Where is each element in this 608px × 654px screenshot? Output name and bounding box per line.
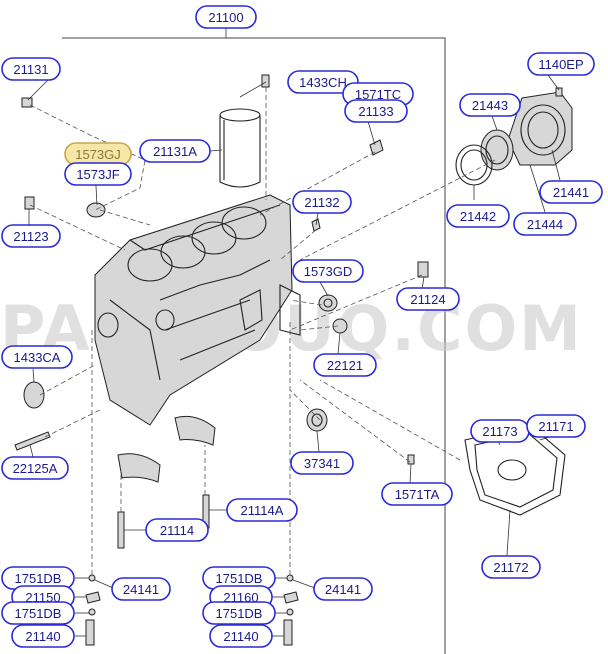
- part-label-22121[interactable]: 22121: [313, 353, 377, 377]
- part-label-text: 21442: [460, 209, 496, 224]
- part-label-21444[interactable]: 21444: [513, 212, 577, 236]
- pin-21124: [417, 261, 429, 278]
- part-label-text: 1573GJ: [75, 147, 121, 162]
- cylinder-bore-2: [160, 235, 206, 269]
- part-label-1751db-r1[interactable]: 1751DB: [202, 566, 276, 590]
- part-label-21100[interactable]: 21100: [195, 5, 257, 29]
- part-label-21132[interactable]: 21132: [292, 190, 352, 214]
- part-label-1573jf[interactable]: 1573JF: [64, 162, 132, 186]
- part-label-text: 21132: [304, 195, 339, 210]
- part-label-text: 21140: [25, 629, 60, 644]
- cap-bolts: [117, 494, 210, 549]
- part-label-text: 1433CA: [14, 350, 61, 365]
- part-label-21131a[interactable]: 21131A: [139, 139, 211, 163]
- part-label-text: 21123: [13, 229, 48, 244]
- part-label-1751db-r2[interactable]: 1751DB: [202, 601, 276, 625]
- part-label-text: 21173: [482, 424, 517, 439]
- part-label-text: 24141: [123, 582, 159, 597]
- seal-1573GD: [318, 294, 338, 312]
- pin-1571TA: [407, 454, 415, 465]
- part-label-21131[interactable]: 21131: [1, 57, 61, 81]
- cylinder-bore-1: [127, 248, 173, 282]
- part-label-text: 21131: [13, 62, 48, 77]
- part-label-text: 21441: [553, 185, 589, 200]
- part-label-text: 21444: [527, 217, 563, 232]
- part-label-text: 22125A: [13, 461, 58, 476]
- assembly-lines: [29, 87, 496, 575]
- plug-1573JF: [86, 202, 106, 218]
- part-label-1433ch[interactable]: 1433CH: [287, 70, 359, 94]
- diagram-frame: [62, 37, 446, 654]
- cylinder-bore-4: [221, 206, 267, 240]
- part-label-text: 21114A: [241, 503, 284, 518]
- part-label-21173[interactable]: 21173: [470, 419, 530, 443]
- part-label-24141-r[interactable]: 24141: [313, 577, 373, 601]
- part-label-1433ca[interactable]: 1433CA: [1, 345, 73, 369]
- part-label-21133[interactable]: 21133: [344, 99, 408, 123]
- part-label-1573gj[interactable]: 1573GJ: [64, 142, 132, 166]
- watermark: PARTSOUQ.COM: [0, 292, 583, 365]
- part-label-21442[interactable]: 21442: [446, 204, 510, 228]
- part-label-21441[interactable]: 21441: [539, 180, 603, 204]
- part-label-text: 21100: [208, 10, 243, 25]
- part-label-21114[interactable]: 21114: [145, 518, 209, 542]
- part-label-37341[interactable]: 37341: [290, 451, 354, 475]
- cylinder-block: [94, 194, 301, 426]
- part-label-21124[interactable]: 21124: [396, 287, 460, 311]
- part-label-text: 21140: [223, 629, 258, 644]
- part-label-text: 21133: [358, 104, 393, 119]
- part-label-text: 1751DB: [15, 571, 62, 586]
- part-label-1140ep[interactable]: 1140EP: [527, 52, 595, 76]
- part-label-text: 1140EP: [538, 57, 583, 72]
- cylinder-liner: [219, 108, 261, 188]
- part-label-text: 1751DB: [15, 606, 62, 621]
- plug-1433CA: [23, 381, 45, 409]
- part-label-text: 21114: [160, 523, 194, 538]
- part-label-1751db-l2[interactable]: 1751DB: [1, 601, 75, 625]
- part-label-text: 21172: [493, 560, 528, 575]
- plug-21123: [24, 196, 35, 210]
- part-label-22125a[interactable]: 22125A: [1, 456, 69, 480]
- part-label-21171[interactable]: 21171: [526, 414, 586, 438]
- part-label-24141-l[interactable]: 24141: [111, 577, 171, 601]
- part-label-text: 1571TC: [355, 87, 401, 102]
- oil-jet-pin: [261, 74, 270, 88]
- bearing-caps: [117, 415, 216, 483]
- plug-21133: [369, 139, 384, 156]
- part-label-1571ta[interactable]: 1571TA: [381, 482, 453, 506]
- part-label-21443[interactable]: 21443: [459, 93, 521, 117]
- part-label-text: 1571TA: [395, 487, 440, 502]
- part-label-text: 1573GD: [304, 264, 352, 279]
- part-label-21123[interactable]: 21123: [1, 224, 61, 248]
- part-label-text: 21131A: [153, 144, 197, 159]
- part-label-text: 21124: [410, 292, 445, 307]
- part-label-1573gd[interactable]: 1573GD: [292, 259, 364, 283]
- part-label-text: 22121: [327, 358, 363, 373]
- part-label-text: 1433CH: [299, 75, 347, 90]
- part-label-text: 1573JF: [76, 167, 119, 182]
- part-label-text: 21171: [538, 419, 573, 434]
- rear-oil-seal-case: [455, 87, 573, 186]
- part-label-21114a[interactable]: 21114A: [226, 498, 298, 522]
- part-label-text: 37341: [304, 456, 340, 471]
- oil-seal-37341: [306, 408, 328, 432]
- stud-22125A: [14, 431, 51, 451]
- part-label-text: 1751DB: [216, 606, 263, 621]
- bottom-small-parts: [85, 574, 299, 646]
- plug-21131: [21, 97, 33, 108]
- part-label-21140-l[interactable]: 21140: [11, 624, 75, 648]
- part-label-21140-r[interactable]: 21140: [209, 624, 273, 648]
- part-label-text: 21443: [472, 98, 508, 113]
- part-label-text: 24141: [325, 582, 361, 597]
- part-label-text: 1751DB: [216, 571, 263, 586]
- part-label-21172[interactable]: 21172: [481, 555, 541, 579]
